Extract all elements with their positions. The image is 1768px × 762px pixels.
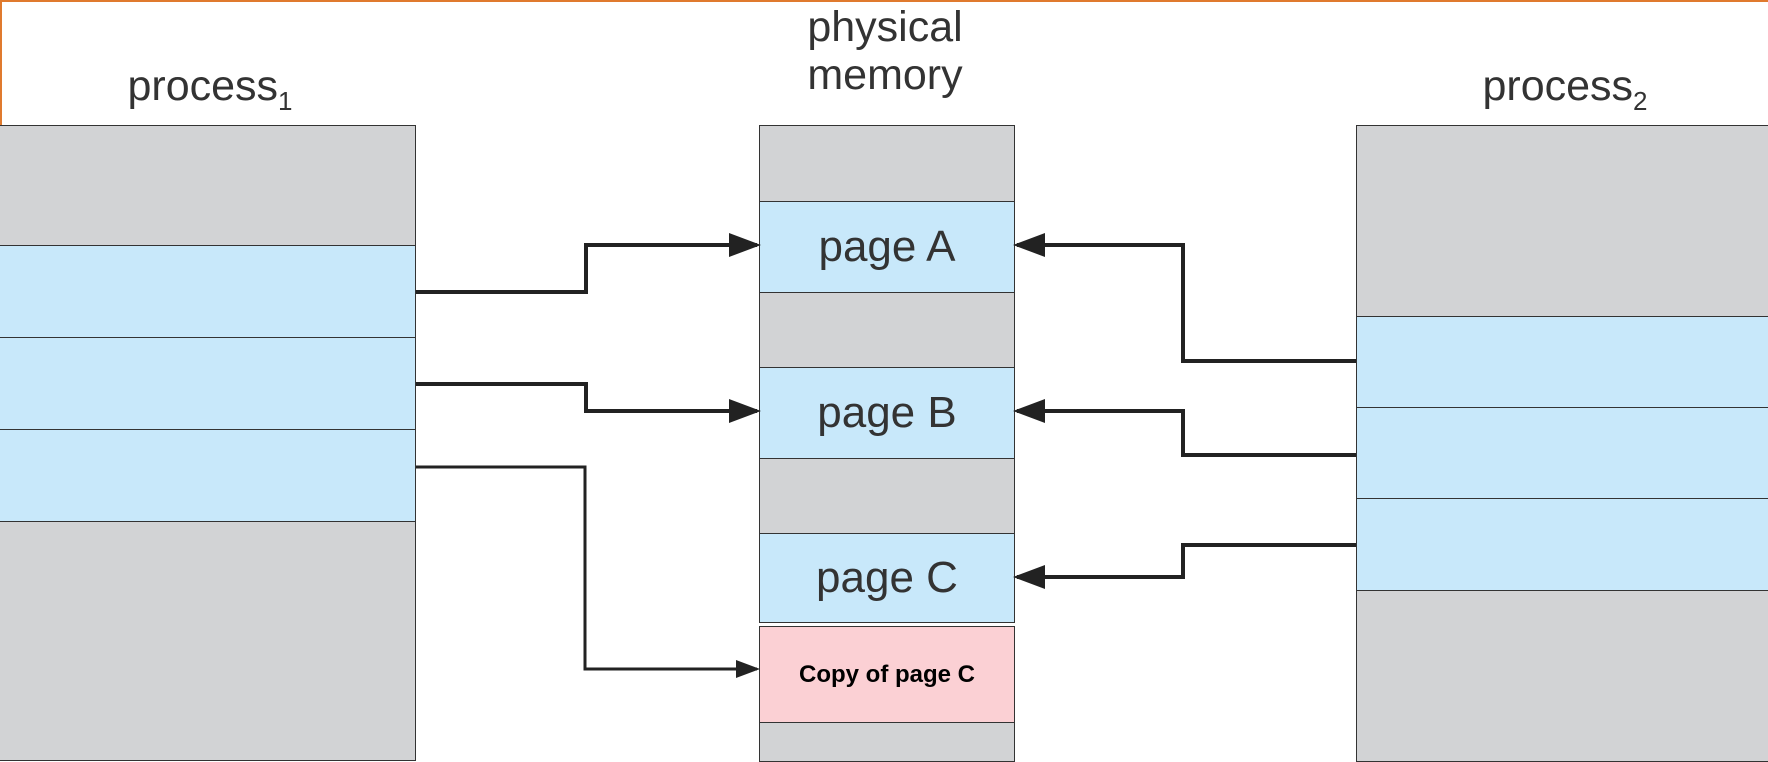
process2-unused-top — [1356, 125, 1768, 317]
process2-page-1 — [1356, 316, 1768, 408]
process1-unused-top — [0, 125, 416, 246]
process1-unused-bottom — [0, 521, 416, 761]
arrow-p2-to-page-b — [1013, 399, 1356, 457]
memory-frame-free-3 — [759, 458, 1015, 534]
frame-top-edge — [0, 0, 1768, 2]
process2-unused-bottom — [1356, 590, 1768, 762]
process2-page-2 — [1356, 407, 1768, 499]
arrow-p2-to-page-a — [1013, 233, 1356, 363]
memory-page-a — [759, 201, 1015, 293]
process2-header: process2 — [1482, 62, 1648, 116]
memory-copy-of-page-c — [759, 626, 1015, 723]
arrow-p2-to-page-c — [1013, 543, 1356, 589]
memory-page-c — [759, 533, 1015, 623]
arrow-p1-to-page-a — [416, 233, 761, 294]
memory-page-b — [759, 367, 1015, 459]
memory-frame-free-2 — [759, 292, 1015, 368]
arrow-p1-to-copy-of-page-c — [416, 465, 760, 678]
arrow-p1-to-page-b — [416, 382, 761, 423]
memory-frame-free-1 — [759, 125, 1015, 202]
process1-page-1 — [0, 245, 416, 338]
process1-header: process1 — [127, 62, 293, 116]
physical-memory-header: physical memory — [807, 3, 963, 99]
process1-page-3 — [0, 429, 416, 522]
process1-page-2 — [0, 337, 416, 430]
